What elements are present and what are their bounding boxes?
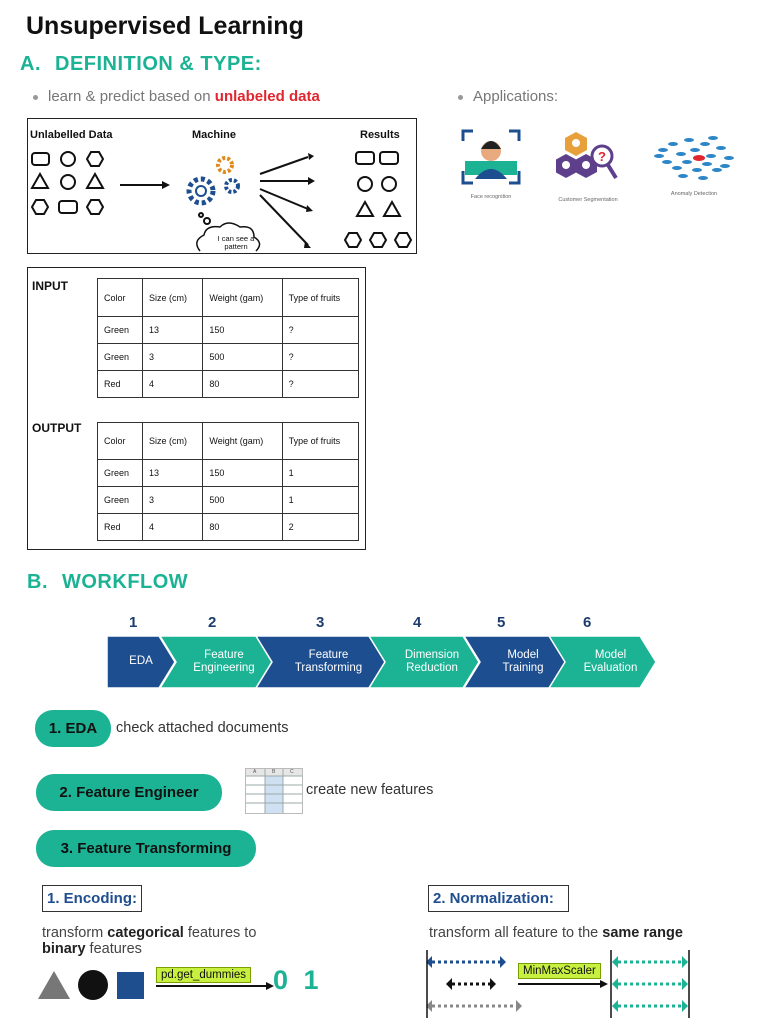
machine-label: Machine (192, 129, 237, 141)
io-table-panel: INPUT Color Size (cm) Weight (gam) Type … (27, 267, 366, 550)
normalization-description: transform all feature to the same range (429, 925, 683, 941)
feature-engineer-note: create new features (306, 782, 434, 798)
triangle-icon (38, 971, 70, 999)
circle-icon (78, 970, 108, 1000)
diagram-shapes (30, 151, 413, 252)
spreadsheet-icon: A B C (245, 768, 303, 814)
feature-transforming-pill: 3. Feature Transforming (36, 830, 256, 867)
header-cell: Color (96, 422, 144, 460)
feature-engineer-pill: 2. Feature Engineer (36, 774, 222, 811)
eda-note: check attached documents (116, 720, 289, 736)
anomaly-detection-caption: Anomaly Detection (670, 191, 718, 197)
normalization-title: 2. Normalization: (428, 885, 569, 912)
workflow-chevron (462, 635, 567, 689)
unsupervised-diagram: Unlabelled Data Machine Results (27, 118, 417, 254)
section-b-letter: B. (27, 571, 48, 593)
thought-bubble-text: I can see a pattern (217, 234, 255, 251)
page-title: Unsupervised Learning (26, 12, 304, 40)
header-cell: Weight (gam) (202, 278, 283, 317)
get-dummies-tag: pd.get_dummies (156, 967, 252, 983)
workflow-chevron (254, 635, 386, 689)
header-cell: Type of fruits (281, 278, 360, 317)
input-label: INPUT (32, 279, 68, 293)
customer-segmentation-caption: Customer Segmentation (558, 197, 618, 203)
workflow-step-number: 4 (413, 614, 422, 631)
application-anomaly: Anomaly Detection (651, 130, 737, 210)
eda-pill: 1. EDA (35, 710, 111, 747)
input-table: Color Size (cm) Weight (gam) Type of fru… (96, 278, 360, 398)
binary-output: 0 1 (273, 965, 323, 995)
bullet-icon (33, 94, 38, 100)
svg-text:?: ? (598, 149, 606, 164)
workflow-chevron (158, 635, 273, 689)
unlabeled-data-highlight: unlabeled data (214, 88, 320, 105)
square-icon (117, 972, 144, 999)
face-recognition-icon (461, 129, 521, 185)
header-cell: Weight (gam) (202, 422, 283, 460)
customer-segmentation-icon: ? (555, 132, 618, 180)
application-segmentation: ? Customer Segmentation (555, 130, 620, 210)
workflow-chevron (106, 635, 176, 689)
output-table: Color Size (cm) Weight (gam) Type of fru… (96, 422, 360, 541)
workflow-step-number: 1 (129, 614, 138, 631)
workflow-step-number: 5 (497, 614, 506, 631)
face-recognition-caption: Face recognition (470, 194, 512, 200)
spreadsheet-grid (246, 769, 302, 813)
workflow-step-label: EDA (129, 655, 153, 667)
output-label: OUTPUT (32, 421, 82, 435)
category-shapes (38, 970, 144, 1000)
application-face: Face recognition (459, 127, 523, 207)
section-a-label: DEFINITION & TYPE: (55, 53, 262, 75)
results-label: Results (360, 129, 400, 141)
table-header-row: Color Size (cm) Weight (gam) Type of fru… (96, 278, 360, 317)
header-cell: Size (cm) (142, 278, 204, 317)
encoding-title: 1. Encoding: (42, 885, 142, 912)
encoding-description: transform categorical features to binary… (42, 925, 257, 957)
bullet-icon (458, 94, 463, 100)
table-header-row: Color Size (cm) Weight (gam) Type of fru… (96, 422, 360, 460)
encoding-arrow (156, 982, 274, 990)
unlabelled-data-label: Unlabelled Data (30, 129, 113, 141)
applications-bullet: Applications: (458, 88, 558, 105)
header-cell: Color (96, 278, 144, 317)
minmax-scaler-tag: MinMaxScaler (518, 963, 601, 979)
workflow-chevron (367, 635, 480, 689)
workflow-chevron (547, 635, 657, 689)
definition-bullet: learn & predict based on unlabeled data (33, 88, 320, 105)
section-b-heading: B. WORKFLOW (27, 571, 188, 594)
workflow-step-number: 2 (208, 614, 217, 631)
section-a-letter: A. (20, 53, 41, 75)
section-a-heading: A. DEFINITION & TYPE: (20, 53, 262, 76)
normalization-graphic (426, 950, 690, 1018)
workflow-step-number: 6 (583, 614, 592, 631)
anomaly-detection-icon (654, 136, 734, 180)
workflow-step-number: 3 (316, 614, 325, 631)
header-cell: Size (cm) (142, 422, 204, 460)
header-cell: Type of fruits (281, 422, 360, 460)
section-b-label: WORKFLOW (62, 571, 189, 593)
